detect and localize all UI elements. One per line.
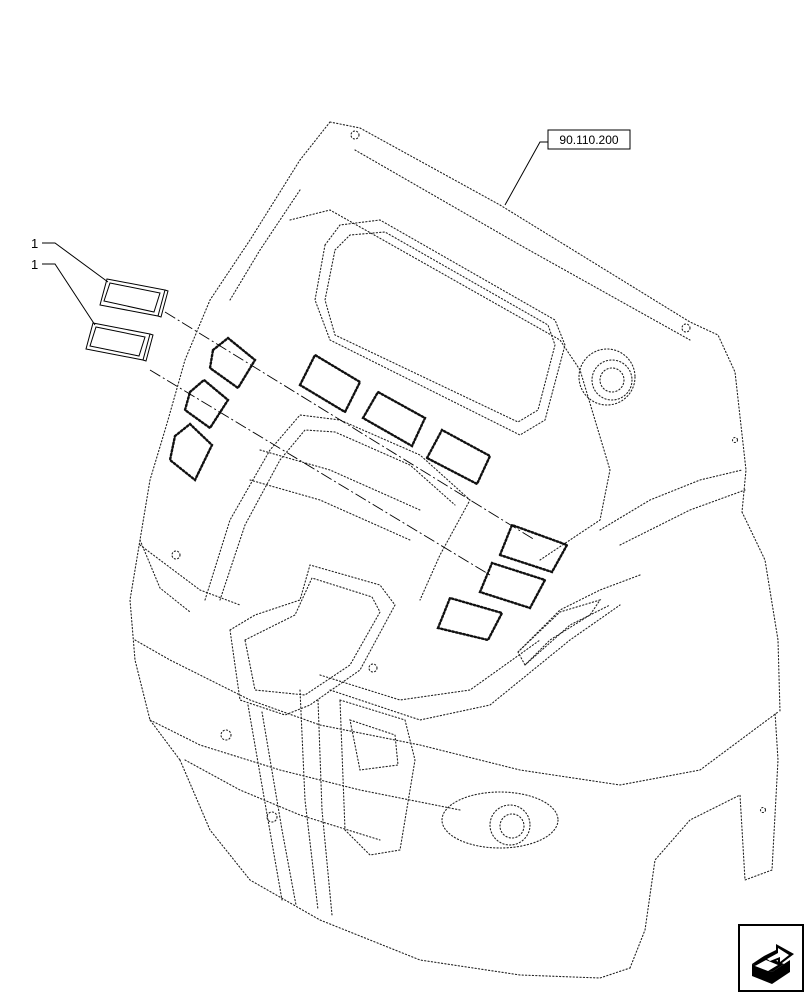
callout-leaders [42, 141, 548, 326]
callout-label-1b: 1 [31, 257, 38, 272]
reference-box[interactable]: 90.110.200 [547, 129, 631, 150]
next-page-arrow-icon[interactable] [738, 924, 804, 992]
exploded-part-1b [85, 322, 154, 362]
switch-cutouts [168, 336, 569, 642]
dashboard-housing [129, 121, 781, 979]
reference-label: 90.110.200 [559, 133, 618, 147]
callout-label-1a: 1 [31, 236, 38, 251]
exploded-part-1a [99, 278, 169, 318]
assembly-lines [149, 311, 536, 576]
